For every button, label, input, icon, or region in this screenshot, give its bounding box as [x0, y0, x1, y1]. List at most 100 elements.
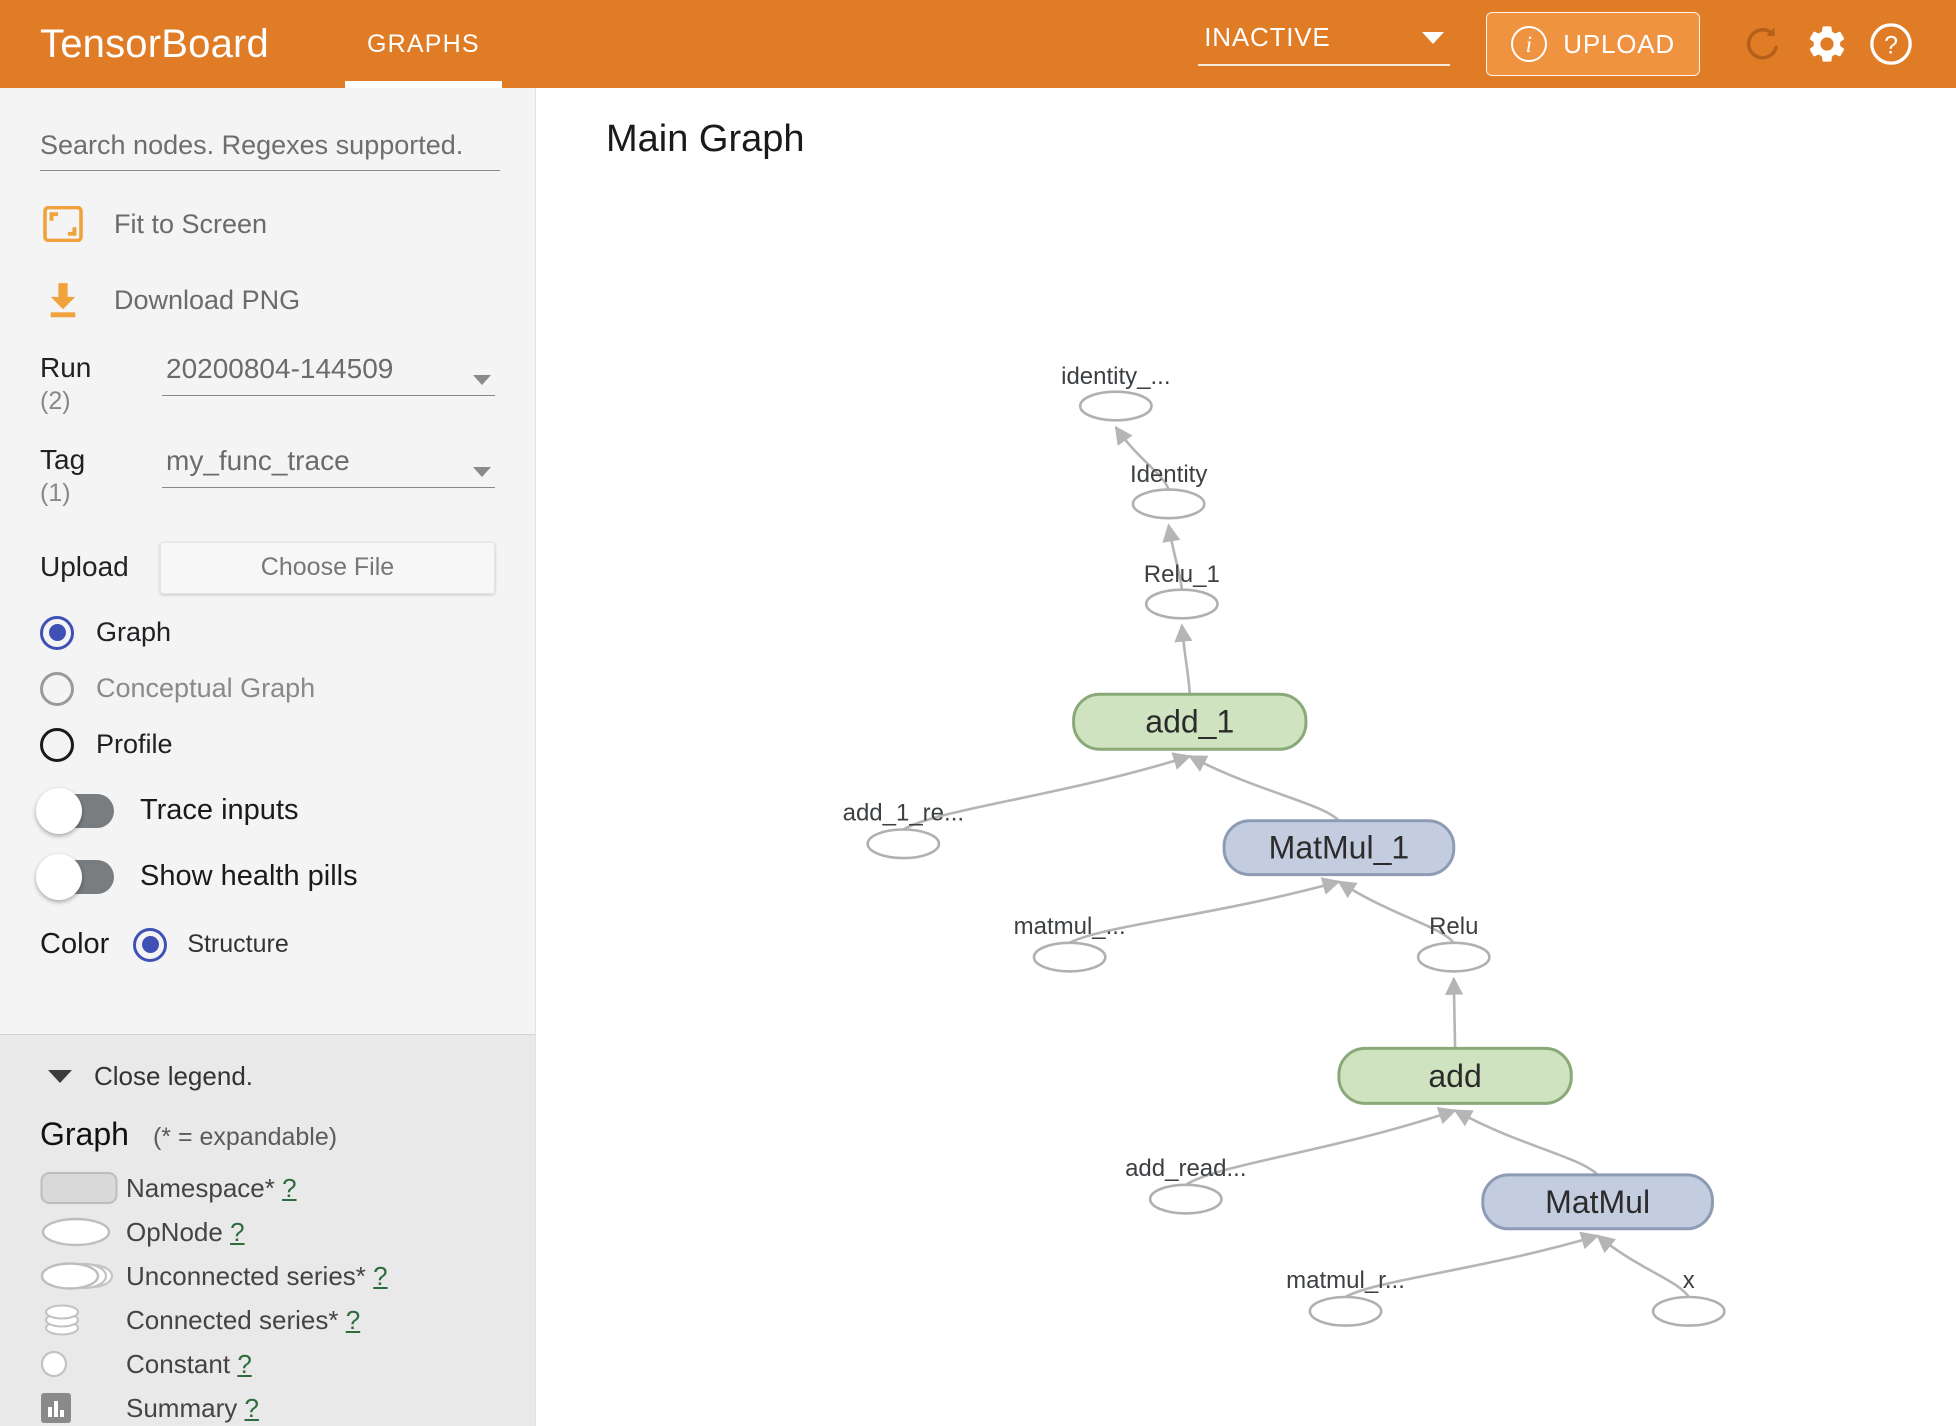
help-link[interactable]: ? — [373, 1260, 388, 1291]
legend-label-text: Namespace* — [126, 1172, 275, 1203]
radio-conceptual-graph[interactable]: Conceptual Graph — [40, 671, 495, 706]
help-link[interactable]: ? — [237, 1348, 252, 1379]
node-label: MatMul_1 — [1269, 830, 1410, 866]
graph-edge — [1185, 1107, 1457, 1186]
graph-node-identity_out[interactable]: identity_... — [1061, 363, 1171, 422]
chevron-down-icon — [473, 467, 491, 478]
graph-edge — [1162, 523, 1184, 590]
op-node-shape — [866, 828, 941, 860]
node-label: Identity — [1130, 461, 1207, 488]
graph-node-matmul_read[interactable]: matmul_... — [1014, 913, 1126, 973]
gear-icon[interactable] — [1798, 15, 1856, 73]
toggle-show-health-pills[interactable]: Show health pills — [36, 853, 495, 900]
graph-edge — [1114, 425, 1170, 491]
op-node-shape — [1308, 1295, 1383, 1327]
legend-item-constant: Constant ? — [40, 1345, 495, 1383]
header-actions: INACTIVE i UPLOAD ? — [1198, 12, 1956, 76]
constant-icon — [40, 1345, 126, 1383]
help-link[interactable]: ? — [230, 1216, 245, 1247]
graph-node-add_read[interactable]: add_read... — [1125, 1155, 1247, 1215]
main-tabs: GRAPHS — [345, 0, 502, 88]
svg-text:?: ? — [1884, 32, 1898, 60]
run-label: Run — [40, 352, 92, 383]
help-icon[interactable]: ? — [1862, 15, 1920, 73]
graph-node-MatMul[interactable]: MatMul — [1481, 1173, 1714, 1231]
graph-node-Relu_1[interactable]: Relu_1 — [1144, 561, 1220, 620]
graph-node-Identity[interactable]: Identity — [1130, 461, 1207, 520]
radio-profile-label: Profile — [96, 729, 173, 760]
download-icon — [40, 277, 86, 323]
graph-edge — [1453, 1109, 1599, 1176]
toggle-show-health-pills-switch — [36, 853, 114, 900]
run-dropdown[interactable]: 20200804-144509 — [162, 353, 495, 396]
legend-item-label: Namespace* ? — [126, 1173, 297, 1204]
choose-file-button[interactable]: Choose File — [160, 541, 495, 594]
connected-series-icon — [40, 1301, 126, 1339]
graph-edge — [902, 752, 1192, 831]
close-legend-label: Close legend. — [94, 1061, 253, 1091]
graph-node-add_1[interactable]: add_1 — [1072, 692, 1308, 751]
legend-item-label: Summary ? — [126, 1393, 259, 1424]
node-label: matmul_r... — [1286, 1267, 1405, 1294]
legend-item-namespace: Namespace* ? — [40, 1169, 495, 1207]
search-container — [40, 88, 500, 171]
namespace-icon — [40, 1169, 126, 1207]
color-section: Color Structure — [40, 927, 495, 962]
fit-to-screen-label: Fit to Screen — [114, 208, 268, 239]
legend-item-label: Constant ? — [126, 1349, 252, 1380]
graph-edge — [1596, 1234, 1690, 1298]
graph-edge — [1069, 877, 1341, 944]
radio-graph-indicator — [40, 615, 74, 650]
op-node-shape — [1651, 1295, 1726, 1327]
info-circle-icon: i — [1511, 26, 1548, 62]
app-header: TensorBoard GRAPHS INACTIVE i UPLOAD ? — [0, 0, 1956, 88]
radio-profile-indicator — [40, 727, 74, 762]
help-link[interactable]: ? — [345, 1304, 361, 1335]
node-label: matmul_... — [1014, 913, 1126, 940]
graph-node-matmul_r[interactable]: matmul_r... — [1286, 1267, 1405, 1327]
tag-dropdown[interactable]: my_func_trace — [162, 445, 495, 489]
toggle-trace-inputs[interactable]: Trace inputs — [36, 787, 495, 834]
node-label: MatMul — [1545, 1184, 1650, 1220]
graph-node-add[interactable]: add — [1337, 1046, 1573, 1105]
radio-structure-indicator[interactable] — [133, 927, 168, 962]
fit-to-screen-button[interactable]: Fit to Screen — [40, 201, 495, 247]
legend-label-text: OpNode — [126, 1216, 223, 1247]
chevron-down-icon — [1422, 31, 1445, 44]
refresh-icon[interactable] — [1734, 15, 1792, 73]
help-link[interactable]: ? — [244, 1392, 259, 1423]
help-link[interactable]: ? — [282, 1172, 297, 1203]
graph-edge — [1337, 880, 1455, 944]
tag-count: (1) — [40, 479, 71, 508]
namespace-node-shape — [1337, 1046, 1573, 1105]
legend-item-unconnected-series: Unconnected series* ? — [40, 1257, 495, 1295]
upload-button[interactable]: i UPLOAD — [1486, 12, 1700, 76]
tag-field: Tag (1) my_func_trace — [40, 444, 495, 508]
legend-note: (* = expandable) — [152, 1123, 338, 1151]
download-png-button[interactable]: Download PNG — [40, 277, 495, 323]
chevron-down-icon — [473, 375, 491, 385]
graph-node-Relu[interactable]: Relu — [1416, 913, 1491, 973]
radio-graph[interactable]: Graph — [40, 615, 495, 650]
legend-title: Graph — [40, 1116, 129, 1152]
graph-node-MatMul_1[interactable]: MatMul_1 — [1222, 819, 1456, 877]
search-input[interactable] — [40, 126, 500, 171]
graph-edges — [902, 425, 1690, 1299]
node-label: add_1_re... — [843, 800, 964, 827]
radio-profile[interactable]: Profile — [40, 727, 495, 762]
tag-value: my_func_trace — [166, 445, 350, 477]
inactive-runs-dropdown[interactable]: INACTIVE — [1198, 22, 1451, 66]
graph-node-add_1_read[interactable]: add_1_re... — [843, 800, 964, 860]
node-label: x — [1683, 1267, 1695, 1294]
inactive-runs-value: INACTIVE — [1204, 22, 1331, 52]
run-count: (2) — [40, 386, 71, 415]
op-node-shape — [1131, 488, 1206, 520]
summary-icon — [40, 1389, 126, 1426]
graph-node-x[interactable]: x — [1651, 1267, 1726, 1327]
close-legend-button[interactable]: Close legend. — [40, 1061, 495, 1092]
op-node-shape — [1078, 390, 1153, 422]
tab-graphs[interactable]: GRAPHS — [345, 0, 502, 88]
